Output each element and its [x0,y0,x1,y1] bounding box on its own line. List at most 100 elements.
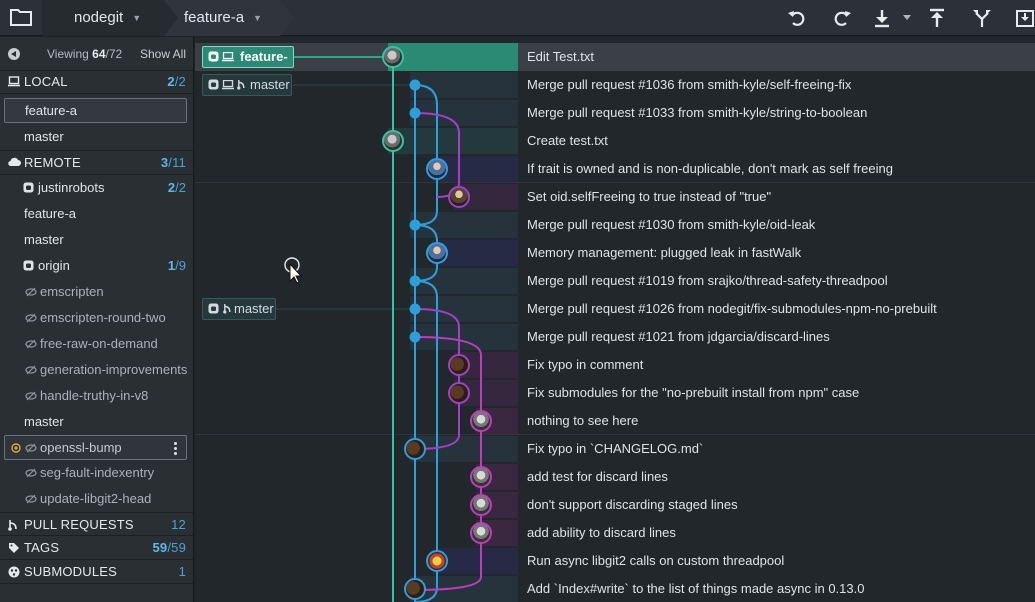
commit-row[interactable]: Merge pull request #1030 from smith-kyle… [195,211,1035,239]
commit-row[interactable]: Merge pull request #1036 from smith-kyle… [195,71,1035,99]
commit-message: Set oid.selfFreeing to true instead of "… [527,189,772,204]
hidden-eye-icon [25,365,37,375]
section-submodules[interactable]: SUBMODULES 1 [0,560,193,584]
section-local-label: LOCAL [24,74,68,89]
stash-button[interactable] [1012,6,1035,30]
section-remote[interactable]: REMOTE 3/11 [0,150,193,175]
commit-message: Memory management: plugged leak in fastW… [527,245,802,260]
github-icon [23,260,34,271]
avatar-node[interactable] [426,242,448,264]
commit-row[interactable]: Run async libgit2 calls on custom thread… [195,547,1035,575]
ref-label-origin-master[interactable]: master [202,298,276,320]
section-tags[interactable]: TAGS 59/59 [0,536,193,560]
avatar-node[interactable] [448,382,470,404]
laptop-icon [8,76,20,87]
commit-row[interactable]: Merge pull request #1021 from jdgarcia/d… [195,323,1035,351]
show-all-button[interactable]: Show All [139,47,186,61]
push-button[interactable] [924,6,950,30]
avatar-node[interactable] [404,578,426,600]
graph-band [410,72,518,98]
undo-icon [788,11,805,26]
branch-button[interactable] [969,6,995,30]
sidebar-item-origin-master[interactable]: master [24,414,64,429]
commit-row[interactable]: Merge pull request #1033 from smith-kyle… [195,99,1035,127]
avatar-node[interactable] [470,494,492,516]
commit-message: Merge pull request #1021 from jdgarcia/d… [527,329,830,344]
sidebar-item-justinrobots-master[interactable]: master [24,232,64,247]
graph-band [410,268,518,294]
branch-label: generation-improvements [40,362,188,377]
avatar-node[interactable] [448,186,470,208]
left-panel: Viewing 64/72 Show All LOCAL 2/2 feature… [0,37,194,602]
avatar-node[interactable] [404,438,426,460]
hidden-eye-icon [25,287,37,297]
commit-row[interactable]: Create test.txt [195,127,1035,155]
github-icon [208,51,219,62]
repo-breadcrumb[interactable]: nodegit▼ [42,0,164,36]
collapse-panel-icon[interactable] [8,48,20,60]
ref-label-master[interactable]: master [202,74,292,96]
pull-request-icon [8,520,17,531]
sidebar-item-origin-generation-improvements[interactable]: generation-improvements [0,357,193,383]
laptop-icon [222,52,234,62]
chevron-down-icon: ▼ [132,13,142,24]
remote-justinrobots-count: 2/2 [167,180,186,195]
section-pull-requests-label: PULL REQUESTS [24,517,134,532]
undo-button[interactable] [784,6,810,30]
avatar-node[interactable] [382,130,404,152]
sidebar-item-origin-seg-fault-indexentry[interactable]: seg-fault-indexentry [0,460,193,486]
avatar-node[interactable] [470,522,492,544]
target-icon [11,443,21,453]
sidebar-item-local-master[interactable]: master [24,129,64,144]
ref-label-text: master [234,301,274,316]
section-submodules-label: SUBMODULES [24,564,118,579]
commit-row[interactable]: Merge pull request #1019 from srajko/thr… [195,267,1035,295]
branch-label: free-raw-on-demand [40,336,158,351]
ref-label-text: master [250,77,290,92]
pull-button[interactable] [869,6,895,30]
section-submodules-count: 1 [178,564,186,579]
lane-blue-branch [414,280,438,602]
sidebar-item-justinrobots-feature-a[interactable]: feature-a [24,206,77,221]
more-options-icon[interactable] [174,442,177,455]
commit-row[interactable]: Merge pull request #1026 from nodegit/fi… [195,295,1035,323]
commit-row[interactable]: If trait is owned and is non-duplicable,… [195,155,1035,183]
redo-button[interactable] [829,6,855,30]
remote-origin[interactable]: origin 1/9 [0,253,193,279]
avatar-node[interactable] [426,550,448,572]
pull-options-caret-icon[interactable] [903,15,911,20]
hidden-eye-icon [25,494,37,504]
branch-label: openssl-bump [40,440,122,455]
avatar-node[interactable] [470,466,492,488]
laptop-icon [222,80,234,90]
sidebar-item-origin-emscripten[interactable]: emscripten [0,279,193,305]
lane-purple [414,308,460,450]
sidebar-item-origin-handle-truthy-in-v8[interactable]: handle-truthy-in-v8 [0,383,193,409]
commit-message: Edit Test.txt [527,49,594,64]
section-pull-requests[interactable]: PULL REQUESTS 12 [0,512,193,536]
sidebar-item-origin-free-raw-on-demand[interactable]: free-raw-on-demand [0,331,193,357]
commit-message: Run async libgit2 calls on custom thread… [527,553,785,568]
sidebar-item-origin-openssl-bump[interactable]: openssl-bump [4,435,187,460]
remote-justinrobots[interactable]: justinrobots 2/2 [0,175,193,201]
github-icon [208,79,219,90]
sidebar-item-local-feature-a[interactable]: feature-a [4,98,187,123]
section-local[interactable]: LOCAL 2/2 [0,70,193,94]
repo-folder-button[interactable] [0,0,42,36]
sidebar-item-origin-emscripten-round-two[interactable]: emscripten-round-two [0,305,193,331]
commit-message: add test for discard lines [527,469,668,484]
section-remote-label: REMOTE [24,155,81,170]
avatar-node[interactable] [426,158,448,180]
sidebar-item-origin-update-libgit2-head[interactable]: update-libgit2-head [0,486,193,512]
commit-message: If trait is owned and is non-duplicable,… [527,161,893,176]
avatar-node[interactable] [470,410,492,432]
commit-message: Merge pull request #1033 from smith-kyle… [527,105,868,120]
pull-request-icon [223,304,231,314]
hidden-eye-icon [25,313,37,323]
branch-label: handle-truthy-in-v8 [40,388,149,403]
upload-arrow-icon [930,8,944,27]
avatar-node[interactable] [448,354,470,376]
ref-label-feature-a[interactable]: feature-a [202,46,294,84]
avatar-node[interactable] [382,46,404,68]
branch-breadcrumb-label: feature-a [184,9,245,26]
